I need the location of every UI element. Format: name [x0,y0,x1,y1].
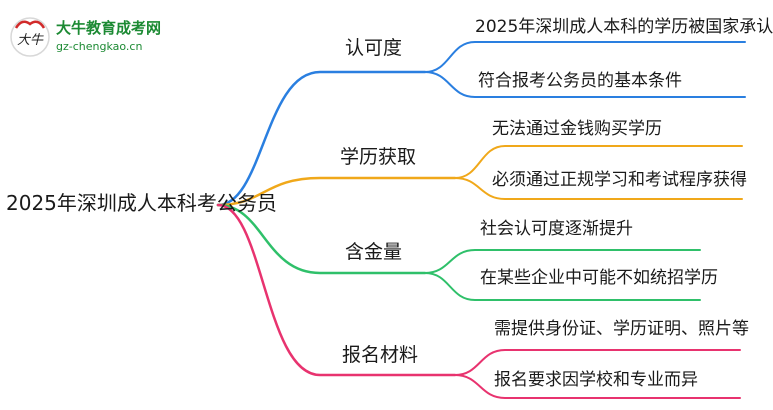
mind-map: 大牛 大牛教育成考网 gz-chengkao.cn 2025年深圳成人本科考公务… [6,14,773,399]
site-logo: 大牛 大牛教育成考网 gz-chengkao.cn [8,14,183,62]
leaf-connector [454,145,743,179]
branch-connector [216,203,427,275]
connector-lines [216,41,746,399]
branch-label-recognition: 认可度 [345,37,403,59]
leaf-connector [454,374,741,399]
leaf-connector [424,272,701,301]
bull-logo-icon: 大牛 [10,17,50,57]
leaf-value-2: 在某些企业中可能不如统招学历 [480,268,718,288]
leaf-materials-1: 需提供身份证、学历证明、照片等 [494,319,749,339]
leaf-value-1: 社会认可度逐渐提升 [480,219,633,239]
branch-connector [216,203,457,377]
leaf-materials-2: 报名要求因学校和专业而异 [494,370,698,390]
branch-connector [216,176,457,207]
leaf-acquisition-1: 无法通过金钱购买学历 [492,119,662,139]
logo-domain: gz-chengkao.cn [56,40,143,53]
logo-mark-text: 大牛 [17,32,44,47]
leaf-connector [454,177,743,200]
branch-label-value: 含金量 [345,241,403,263]
leaf-connector [424,41,746,73]
root-node-label: 2025年深圳成人本科考公务员 [6,191,277,215]
leaf-connector [424,71,746,98]
leaf-connector [424,249,701,274]
leaf-acquisition-2: 必须通过正规学习和考试程序获得 [492,170,747,190]
branch-connector [216,70,427,207]
leaf-recognition-2: 符合报考公务员的基本条件 [478,71,682,91]
branch-label-materials: 报名材料 [342,344,419,366]
leaf-recognition-1: 2025年深圳成人本科的学历被国家承认 [475,17,773,37]
branch-label-acquisition: 学历获取 [340,146,417,168]
logo-site-name: 大牛教育成考网 [56,19,162,37]
leaf-connector [454,349,741,376]
